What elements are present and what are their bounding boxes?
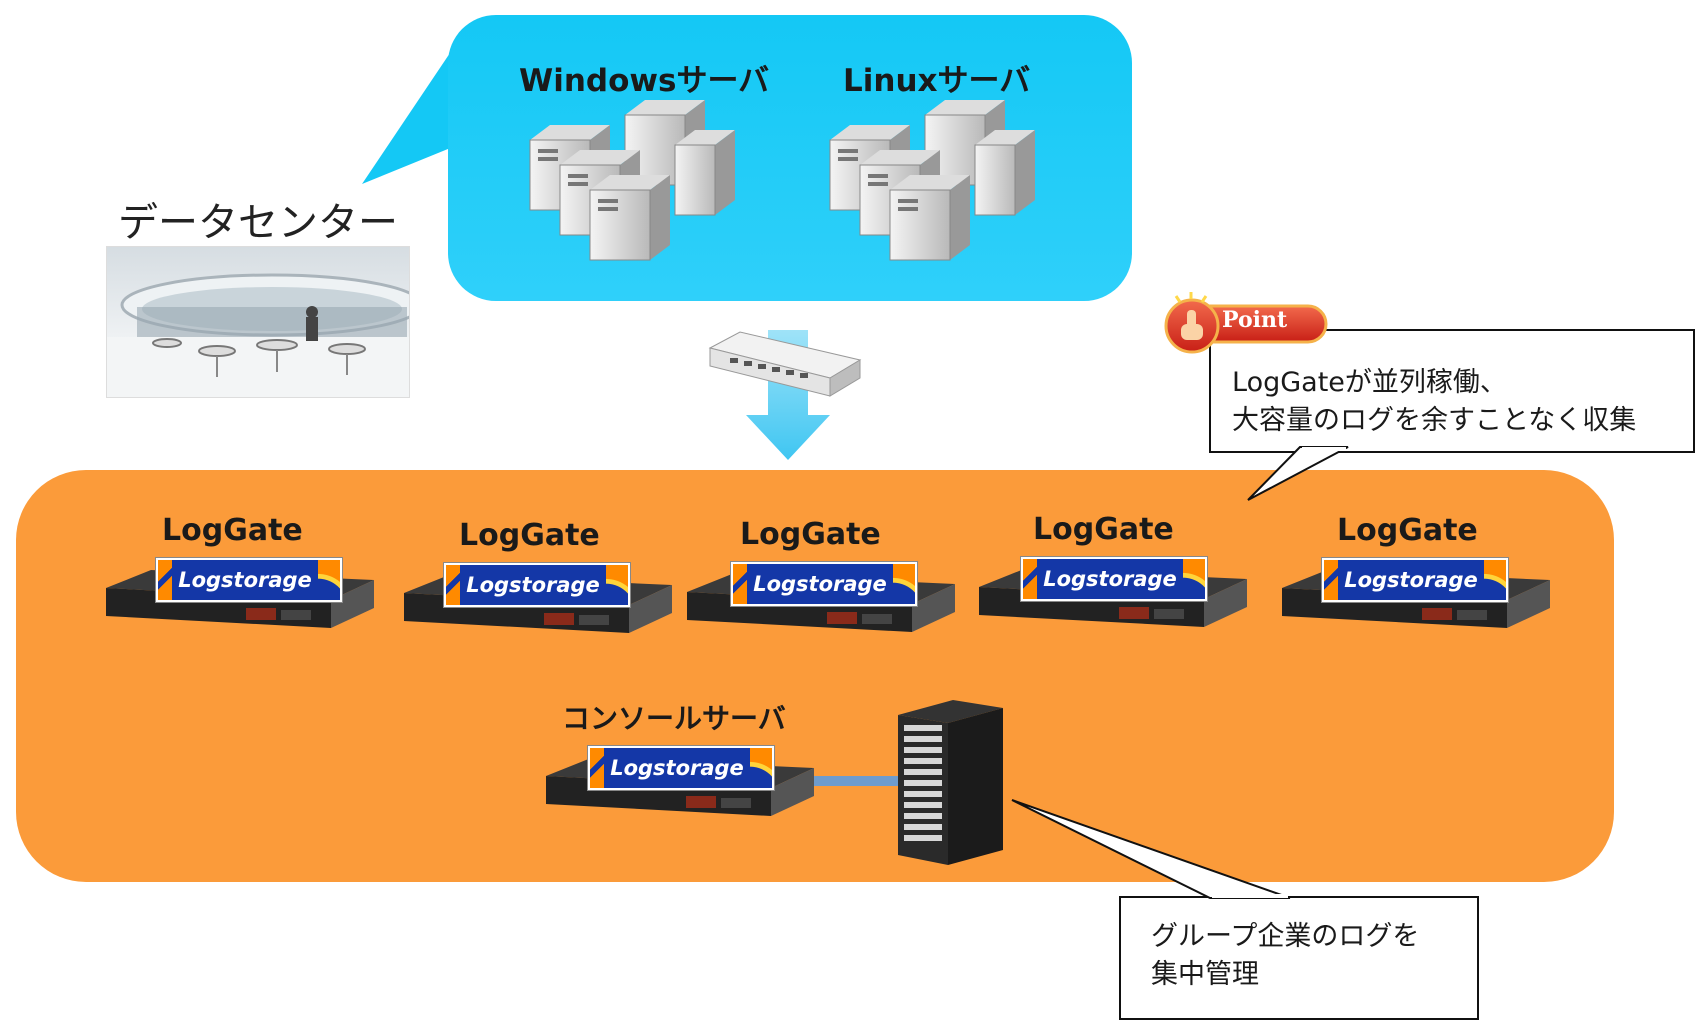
logstorage-badge: Logstorage bbox=[444, 563, 630, 607]
point-badge-label: Point bbox=[1222, 307, 1288, 333]
windows-server-label: Windowsサーバ bbox=[519, 63, 770, 99]
group-callout-line: グループ企業のログを bbox=[1151, 921, 1420, 952]
loggate-server: Logstorage bbox=[404, 563, 672, 659]
datacenter-photo bbox=[106, 246, 410, 398]
network-switch bbox=[708, 330, 862, 460]
logstorage-badge: Logstorage bbox=[1021, 557, 1207, 601]
logstorage-badge: Logstorage bbox=[588, 746, 774, 790]
loggate-server: Logstorage bbox=[106, 558, 374, 654]
logstorage-badge: Logstorage bbox=[731, 562, 917, 606]
logstorage-badge-text: Logstorage bbox=[1344, 568, 1478, 592]
logstorage-badge-text: Logstorage bbox=[753, 572, 887, 596]
console-server-label: コンソールサーバ bbox=[562, 702, 786, 735]
group-callout bbox=[1119, 896, 1479, 1020]
loggate-label: LogGate bbox=[1337, 513, 1478, 548]
logstorage-badge: Logstorage bbox=[1322, 558, 1508, 602]
datacenter-title: データセンター bbox=[118, 200, 398, 246]
group-callout-text: グループ企業のログを 集中管理 bbox=[1151, 918, 1419, 994]
loggate-label: LogGate bbox=[459, 518, 600, 553]
pointing-hand-icon bbox=[1181, 310, 1203, 340]
linux-server-cluster bbox=[829, 100, 1035, 261]
group-callout-line: 集中管理 bbox=[1151, 959, 1259, 990]
point-callout-text: LogGateが並列稼働、 大容量のログを余すことなく収集 bbox=[1232, 364, 1636, 440]
point-badge bbox=[1164, 292, 1328, 354]
logstorage-badge-text: Logstorage bbox=[610, 756, 744, 780]
logstorage-badge-text: Logstorage bbox=[1043, 567, 1177, 591]
logstorage-badge-text: Logstorage bbox=[178, 568, 312, 592]
loggate-label: LogGate bbox=[1033, 512, 1174, 547]
loggate-server: Logstorage bbox=[1282, 558, 1550, 654]
loggate-server: Logstorage bbox=[687, 562, 955, 658]
point-callout bbox=[1209, 329, 1695, 453]
console-link-cable bbox=[810, 776, 920, 786]
loggate-label: LogGate bbox=[162, 513, 303, 548]
loggate-label: LogGate bbox=[740, 517, 881, 552]
console-server: Logstorage bbox=[546, 746, 814, 842]
linux-server-label: Linuxサーバ bbox=[843, 63, 1031, 99]
point-callout-line: LogGateが並列稼働、 bbox=[1232, 367, 1507, 398]
loggate-zone bbox=[16, 470, 1614, 882]
logstorage-badge: Logstorage bbox=[156, 558, 342, 602]
storage-rack bbox=[898, 700, 1003, 865]
point-callout-line: 大容量のログを余すことなく収集 bbox=[1232, 405, 1637, 436]
windows-server-cluster bbox=[529, 100, 735, 261]
logstorage-badge-text: Logstorage bbox=[466, 573, 600, 597]
loggate-server: Logstorage bbox=[979, 557, 1247, 653]
